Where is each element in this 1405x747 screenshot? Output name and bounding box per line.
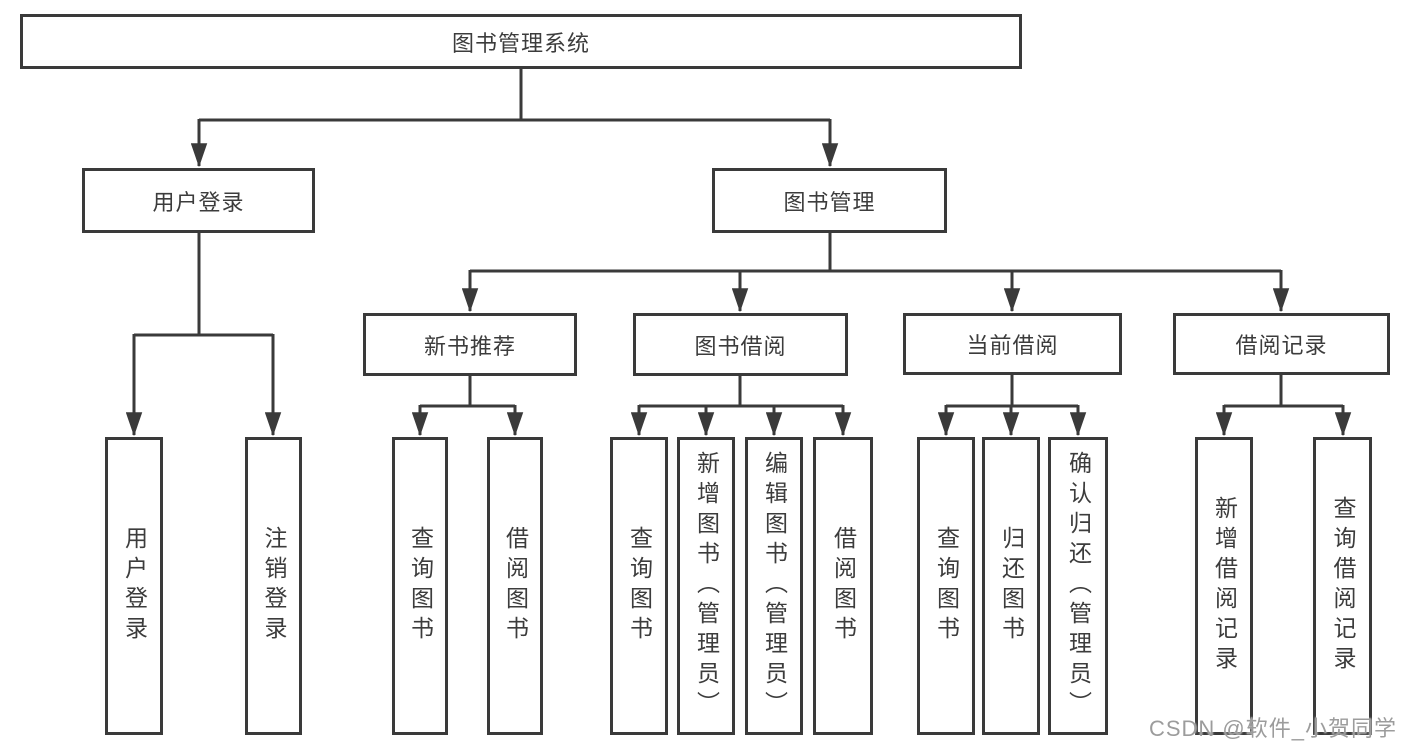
node-label: 查询图书 <box>626 526 653 646</box>
node-label: 编辑图书（管理员） <box>761 451 788 721</box>
leaf-confirm-return-admin: 确认归还（管理员） <box>1048 437 1108 735</box>
node-label: 借阅图书 <box>830 526 857 646</box>
node-book-borrowing: 图书借阅 <box>633 313 848 376</box>
leaf-logout: 注销登录 <box>245 437 302 735</box>
node-label: 图书管理 <box>783 189 876 215</box>
leaf-query-borrow-record: 查询借阅记录 <box>1313 437 1372 735</box>
node-label: 新书推荐 <box>423 333 516 359</box>
node-label: 注销登录 <box>261 526 287 646</box>
node-label: 图书借阅 <box>694 333 787 359</box>
node-label: 新增借阅记录 <box>1211 496 1238 676</box>
leaf-query-books-1: 查询图书 <box>392 437 448 735</box>
node-label: 新增图书（管理员） <box>693 451 720 721</box>
node-label: 确认归还（管理员） <box>1065 451 1092 721</box>
leaf-borrow-books-2: 借阅图书 <box>813 437 873 735</box>
node-user-login: 用户登录 <box>82 168 315 233</box>
node-new-book-recommendation: 新书推荐 <box>363 313 577 376</box>
leaf-user-login: 用户登录 <box>105 437 163 735</box>
leaf-add-borrow-record: 新增借阅记录 <box>1195 437 1253 735</box>
node-label: 归还图书 <box>998 526 1025 646</box>
node-label: 用户登录 <box>152 189 245 215</box>
node-label: 查询图书 <box>933 526 960 646</box>
leaf-query-books-2: 查询图书 <box>610 437 668 735</box>
node-label: 图书管理系统 <box>451 30 590 56</box>
node-label: 查询借阅记录 <box>1330 496 1356 676</box>
node-book-management: 图书管理 <box>712 168 947 233</box>
node-borrowing-records: 借阅记录 <box>1173 313 1390 375</box>
node-label: 当前借阅 <box>966 333 1059 358</box>
leaf-borrow-books-1: 借阅图书 <box>487 437 543 735</box>
leaf-edit-books-admin: 编辑图书（管理员） <box>745 437 803 735</box>
node-library-management-system: 图书管理系统 <box>20 14 1022 69</box>
leaf-return-books: 归还图书 <box>982 437 1040 735</box>
csdn-watermark: CSDN @软件_小贺同学 <box>1148 716 1397 741</box>
node-label: 用户登录 <box>121 526 148 646</box>
leaf-add-books-admin: 新增图书（管理员） <box>677 437 735 735</box>
leaf-query-books-3: 查询图书 <box>917 437 975 735</box>
node-label: 借阅图书 <box>502 526 529 646</box>
node-current-borrowing: 当前借阅 <box>903 313 1122 375</box>
node-label: 查询图书 <box>407 526 434 646</box>
node-label: 借阅记录 <box>1235 333 1328 358</box>
